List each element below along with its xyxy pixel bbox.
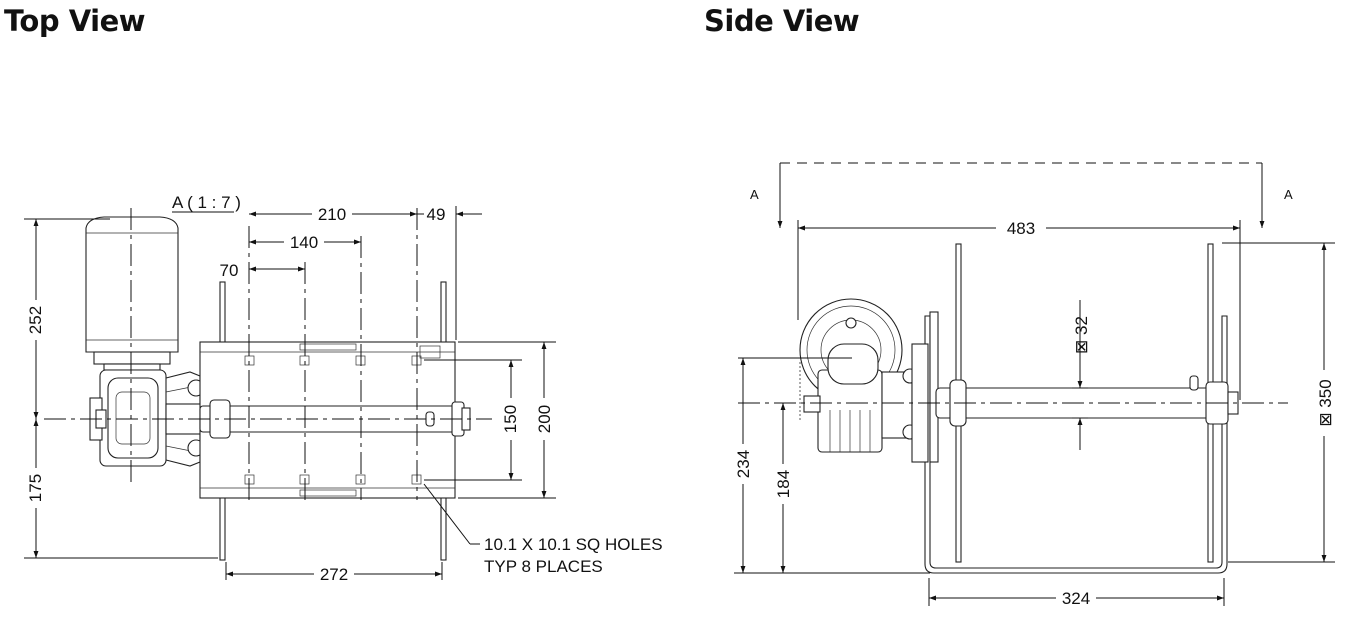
top-view-drawing: A ( 1 : 7 ) 210 49 140 70 252 175 150: [24, 193, 663, 584]
section-line: [777, 162, 1265, 228]
section-label-left: A: [750, 187, 759, 202]
hole-note-line1: 10.1 X 10.1 SQ HOLES: [484, 535, 663, 554]
dim-184: 184: [774, 470, 793, 498]
top-motor: [85, 216, 179, 371]
dim-140: 140: [290, 233, 318, 252]
dim-32: ⊠ 32: [1072, 316, 1091, 354]
dim-70: 70: [220, 261, 239, 280]
hole-note-line2: TYP 8 PLACES: [484, 557, 603, 576]
dim-150: 150: [501, 405, 520, 433]
dim-210: 210: [318, 205, 346, 224]
top-label-markings: [299, 343, 441, 497]
dim-350: ⊠ 350: [1316, 379, 1335, 426]
dim-483: 483: [1007, 219, 1035, 238]
side-view-drawing: A A: [734, 162, 1335, 608]
dim-252: 252: [26, 306, 45, 334]
dim-175: 175: [26, 474, 45, 502]
dim-234: 234: [734, 450, 753, 478]
top-gearbox: [89, 369, 211, 467]
top-detail-label: A ( 1 : 7 ): [172, 193, 241, 212]
side-u-frame: [924, 315, 1228, 574]
dim-272: 272: [320, 565, 348, 584]
section-label-right: A: [1284, 187, 1293, 202]
side-view-title: Side View: [704, 4, 860, 38]
dim-49: 49: [427, 205, 446, 224]
dim-324: 324: [1062, 589, 1090, 608]
dim-200: 200: [535, 405, 554, 433]
top-view-title: Top View: [4, 4, 146, 38]
